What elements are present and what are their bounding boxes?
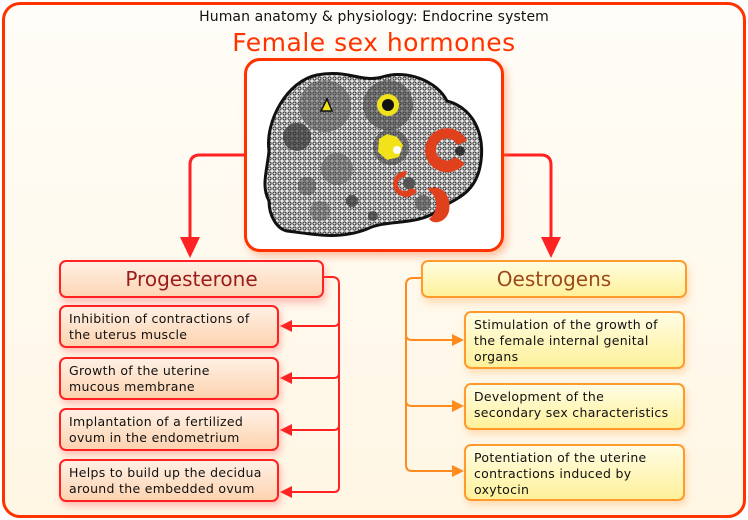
effect-text-line: oxytocin	[474, 482, 530, 497]
oestrogens-effect-2: Development of the secondary sex charact…	[464, 383, 685, 430]
oestrogens-branch-1	[405, 334, 452, 341]
arrow-oestrogens-3	[452, 465, 464, 477]
oestrogens-effect-3: Potentiation of the uterine contractions…	[464, 444, 685, 501]
red-corpus	[427, 187, 450, 223]
arrow-progesterone-2	[280, 372, 292, 384]
ovary-illustration-box	[244, 58, 504, 252]
effect-text-line: the female internal genital	[474, 333, 649, 348]
progesterone-effect-2: Growth of the uterine mucous membrane	[59, 357, 279, 400]
red-follicle	[393, 170, 417, 197]
effect-text-line: organs	[474, 349, 519, 364]
arrow-head-progesterone	[180, 237, 200, 258]
progesterone-effect-3: Implantation of a fertilized ovum in the…	[59, 408, 279, 451]
effect-text-line: Stimulation of the growth of	[474, 317, 658, 332]
effect-text-line: around the embedded ovum	[69, 481, 255, 496]
arrow-head-oestrogens	[541, 237, 561, 258]
diagram-subtitle: Human anatomy & physiology: Endocrine sy…	[199, 9, 549, 25]
effect-text-line: Potentiation of the uterine	[474, 450, 647, 465]
progesterone-branch-3	[290, 424, 340, 431]
effect-text-line: Helps to build up the decidua	[69, 465, 262, 480]
progesterone-branch-1	[290, 320, 340, 327]
arrow-progesterone-3	[280, 424, 292, 436]
effect-text-line: Development of the	[474, 389, 605, 404]
follicle	[283, 123, 311, 151]
progesterone-effect-4: Helps to build up the decidua around the…	[59, 459, 279, 502]
arrow-oestrogens-1	[452, 334, 464, 346]
effect-text-line: Growth of the uterine	[69, 363, 210, 378]
oestrogens-effect-1: Stimulation of the growth of the female …	[464, 311, 685, 369]
effect-text-line: the uterus muscle	[69, 327, 188, 342]
progesterone-branch-2	[290, 372, 340, 379]
connector-image-to-progesterone	[188, 153, 244, 240]
effect-text-line: mucous membrane	[69, 379, 195, 394]
arrow-oestrogens-2	[452, 400, 464, 412]
red-corpus-luteum	[425, 128, 467, 173]
effect-text-line: contractions induced by	[474, 466, 632, 481]
diagram-title: Female sex hormones	[232, 28, 516, 57]
progesterone-header: Progesterone	[59, 260, 324, 298]
arrow-progesterone-4	[280, 486, 292, 498]
effect-text-line: Implantation of a fertilized	[69, 414, 244, 429]
progesterone-bracket	[290, 276, 340, 493]
effect-text-line: ovum in the endometrium	[69, 430, 240, 445]
yellow-oocyte	[319, 97, 334, 112]
oestrogens-bracket	[405, 277, 452, 472]
effect-text-line: Inhibition of contractions of	[69, 311, 250, 326]
oestrogens-branch-2	[405, 400, 452, 407]
progesterone-effect-1: Inhibition of contractions of the uterus…	[59, 305, 279, 348]
connector-image-to-oestrogens	[501, 153, 553, 240]
oestrogens-header: Oestrogens	[421, 260, 687, 298]
ovary-illustration	[263, 72, 484, 237]
arrow-progesterone-1	[280, 320, 292, 332]
effect-text-line: secondary sex characteristics	[474, 405, 669, 420]
